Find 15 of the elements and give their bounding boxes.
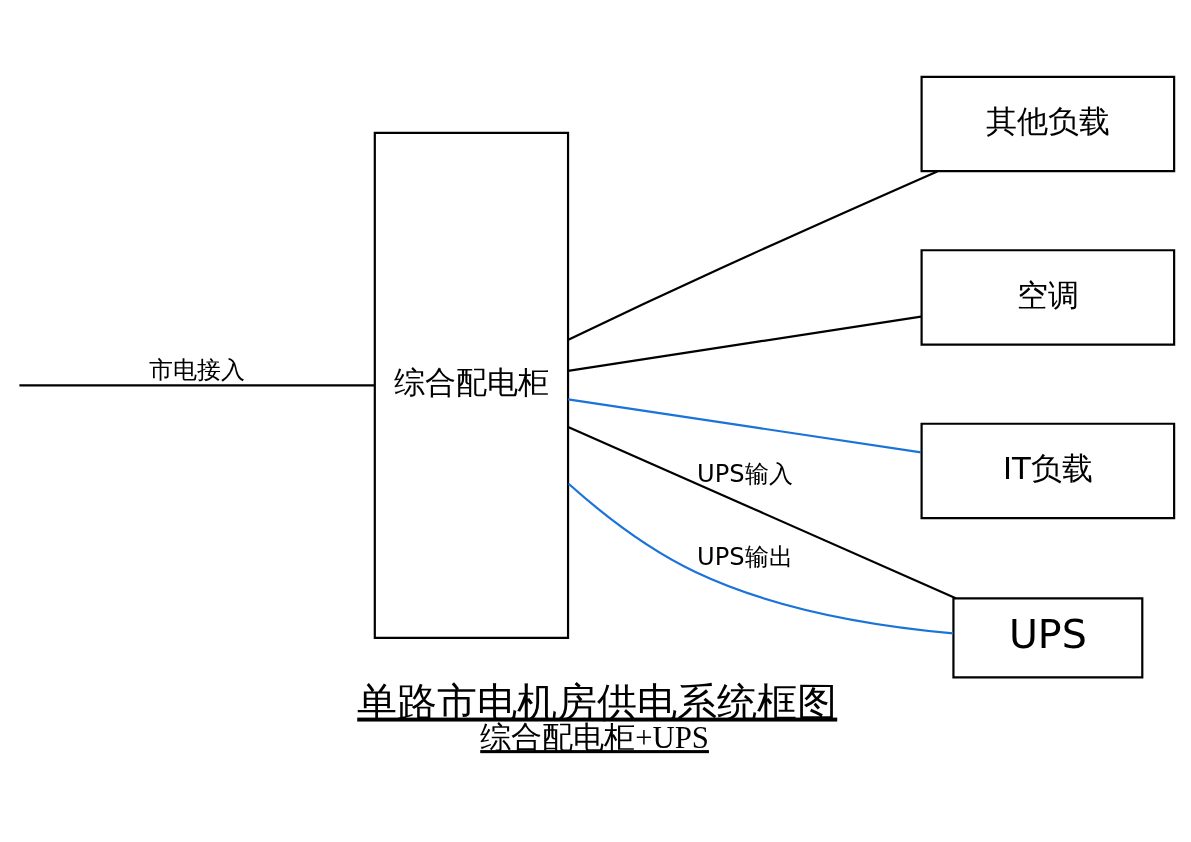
caption: 综合配电柜+UPS [480, 721, 709, 756]
edge-label: 市电接入 [148, 356, 245, 385]
node-box: 其他负载 [920, 75, 1176, 173]
connector [567, 426, 957, 600]
node-box: IT负载 [920, 422, 1176, 520]
connector [567, 482, 954, 635]
connector [567, 170, 938, 341]
connector [19, 384, 375, 387]
edge-label: UPS输出 [697, 542, 793, 571]
edge-label: UPS输入 [697, 459, 793, 488]
connector [567, 398, 922, 454]
node-box: 空调 [920, 249, 1176, 346]
node-box: UPS [952, 597, 1144, 679]
node-box: 综合配电柜 [373, 131, 570, 639]
connector [567, 315, 922, 372]
